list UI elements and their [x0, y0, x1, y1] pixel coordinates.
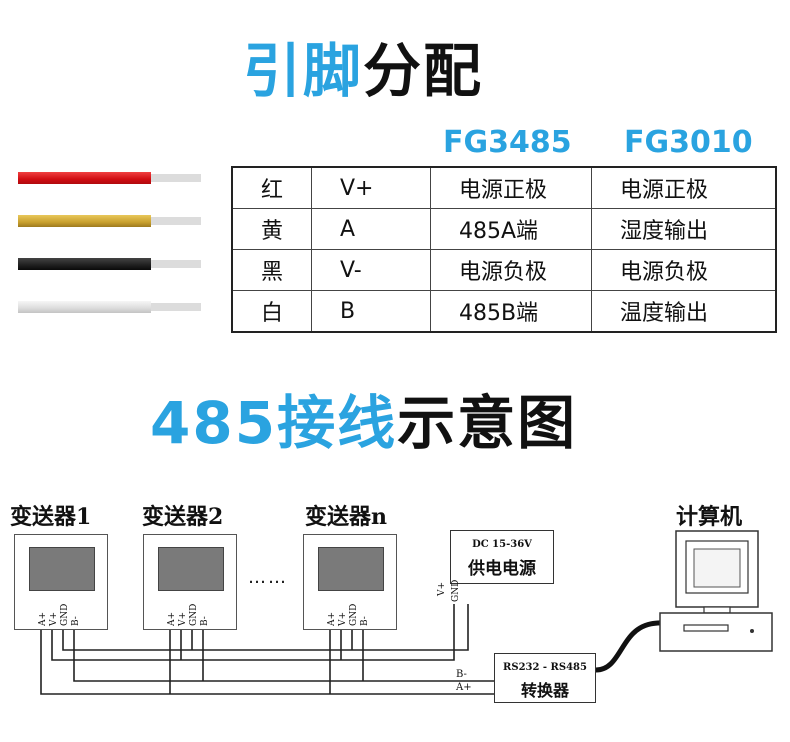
title-blue-part: 引脚: [243, 37, 364, 105]
pin-b-minus: B-: [200, 616, 210, 626]
table-row: 黄 A 485A端 湿度输出: [231, 208, 777, 250]
computer-icon: [659, 530, 773, 652]
fg3010-cell: 电源负极: [591, 249, 777, 291]
wire-black-insulation: [18, 258, 151, 270]
wire-yellow-core: [151, 217, 201, 225]
pin-cell: B: [311, 290, 431, 333]
fg3485-cell: 电源正极: [430, 166, 592, 209]
pin-gnd: GND: [189, 603, 199, 626]
pin-a-plus: A+: [167, 611, 177, 626]
power-supply-label: 供电电源: [468, 559, 536, 579]
wire-color-cell: 黄: [231, 208, 312, 250]
wire-black: [18, 258, 201, 270]
pin-b-minus: B-: [360, 616, 370, 626]
wire-yellow: [18, 215, 201, 227]
pin-gnd: GND: [60, 603, 70, 626]
pin-a-plus: A+: [327, 611, 337, 626]
wire-yellow-insulation: [18, 215, 151, 227]
pin-cell: V-: [311, 249, 431, 291]
fg3010-cell: 电源正极: [591, 166, 777, 209]
transmitter-1-label: 变送器1: [10, 504, 92, 530]
converter-box: RS232 - RS485 转换器: [494, 653, 596, 703]
fg3485-cell: 电源负极: [430, 249, 592, 291]
model-header-fg3010: FG3010: [624, 125, 753, 160]
converter-pin-a-plus: A+: [456, 682, 472, 693]
model-header-fg3485: FG3485: [443, 125, 572, 160]
pin-b-minus: B-: [71, 616, 81, 626]
pin-cell: V+: [311, 166, 431, 209]
pin-v-plus: V+: [338, 611, 348, 626]
transmitter-2: A+ V+ GND B-: [143, 534, 237, 630]
fg3010-cell: 湿度输出: [591, 208, 777, 250]
fg3010-cell: 温度输出: [591, 290, 777, 333]
title-black-part: 分配: [363, 37, 484, 105]
fg3485-cell: 485A端: [430, 208, 592, 250]
transmitter-n: A+ V+ GND B-: [303, 534, 397, 630]
pin-v-plus: V+: [178, 611, 188, 626]
title-black-part: 示意图: [397, 389, 578, 457]
wire-red-insulation: [18, 172, 151, 184]
wire-black-core: [151, 260, 201, 268]
power-supply-box: DC 15-36V 供电电源: [450, 530, 554, 584]
transmitter-screen: [29, 547, 95, 591]
table-row: 红 V+ 电源正极 电源正极: [231, 166, 777, 209]
transmitter-2-label: 变送器2: [142, 504, 224, 530]
wire-white-insulation: [18, 301, 151, 313]
pin-table: 红 V+ 电源正极 电源正极 黄 A 485A端 湿度输出 黑 V- 电源负极 …: [231, 166, 777, 333]
wire-color-cell: 黑: [231, 249, 312, 291]
table-row: 黑 V- 电源负极 电源负极: [231, 249, 777, 291]
pin-a-plus: A+: [38, 611, 48, 626]
power-supply-voltage: DC 15-36V: [472, 539, 532, 550]
power-pin-gnd: GND: [451, 579, 461, 602]
title-blue-part: 485接线: [150, 389, 398, 457]
computer-label: 计算机: [676, 504, 743, 530]
converter-type: RS232 - RS485: [503, 662, 587, 673]
transmitter-1: A+ V+ GND B-: [14, 534, 108, 630]
wire-white: [18, 301, 201, 313]
pin-assignment-title: 引脚分配: [243, 42, 483, 100]
wire-red-core: [151, 174, 201, 182]
converter-pin-b-minus: B-: [456, 669, 467, 680]
transmitter-n-label: 变送器n: [305, 504, 387, 530]
power-pin-v-plus: V+: [437, 581, 447, 596]
pin-v-plus: V+: [49, 611, 59, 626]
wiring-diagram-title: 485接线示意图: [150, 394, 577, 452]
transmitter-screen: [318, 547, 384, 591]
fg3485-cell: 485B端: [430, 290, 592, 333]
table-row: 白 B 485B端 温度输出: [231, 290, 777, 333]
wire-white-core: [151, 303, 201, 311]
more-transmitters-ellipsis: ……: [248, 567, 288, 588]
pin-gnd: GND: [349, 603, 359, 626]
transmitter-screen: [158, 547, 224, 591]
converter-label: 转换器: [520, 681, 569, 700]
wire-red: [18, 172, 201, 184]
